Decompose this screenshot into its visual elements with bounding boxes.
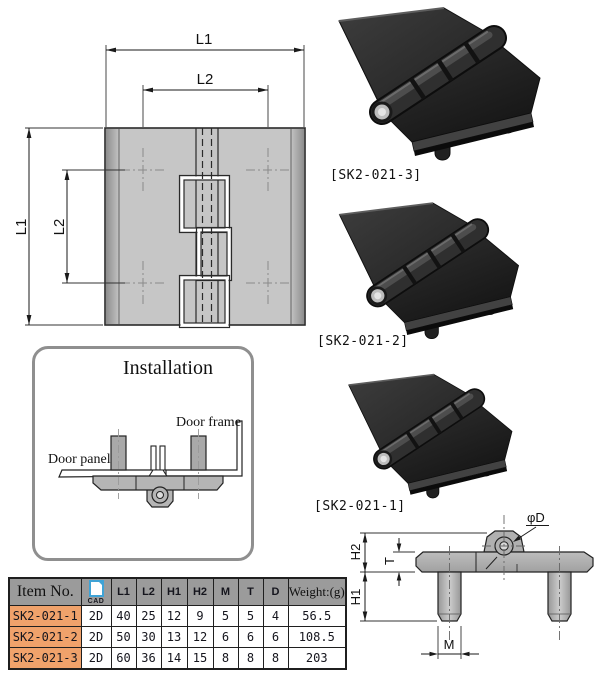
value-cell: 5 xyxy=(237,605,264,627)
value-cell: 8 xyxy=(262,647,289,670)
spec-table: Item No. CAD L1 L2 H1 H2 M T D Weight:(g… xyxy=(8,577,347,670)
value-cell: 13 xyxy=(160,626,188,648)
col-header-h1: H1 xyxy=(160,577,188,606)
value-cell: 8 xyxy=(237,647,264,670)
value-cell: 12 xyxy=(186,626,214,648)
col-header-l2: L2 xyxy=(135,577,162,606)
value-cell: 60 xyxy=(110,647,137,670)
col-header-l1: L1 xyxy=(110,577,137,606)
value-cell: 6 xyxy=(212,626,239,648)
value-cell: 5 xyxy=(212,605,239,627)
col-header-cad: CAD xyxy=(80,577,112,606)
dim-label-t: T xyxy=(382,557,397,565)
value-cell: 8 xyxy=(212,647,239,670)
table-row: SK2-021-2 2D 50 30 13 12 6 6 6 108.5 xyxy=(8,626,347,648)
product-label-sk2-021-1: [SK2-021-1] xyxy=(314,499,406,514)
col-header-weight: Weight:(g) xyxy=(287,577,347,606)
door-panel-label: Door panel xyxy=(48,452,111,467)
page-fold-icon xyxy=(97,580,103,586)
hinge-photo-sk2-021-1 xyxy=(344,368,524,502)
product-label-sk2-021-2: [SK2-021-2] xyxy=(317,334,409,349)
weight-cell: 203 xyxy=(287,647,347,670)
value-cell: 14 xyxy=(160,647,188,670)
top-view-technical-drawing: L1 L2 L1 L2 xyxy=(13,31,306,329)
product-label-sk2-021-3: [SK2-021-3] xyxy=(330,168,422,183)
value-cell: 9 xyxy=(186,605,214,627)
value-cell: 4 xyxy=(262,605,289,627)
hinge-photo-sk2-021-2 xyxy=(334,196,532,343)
cad-2d-link[interactable]: 2D xyxy=(80,647,112,670)
table-row: SK2-021-3 2D 60 36 14 15 8 8 8 203 xyxy=(8,647,347,670)
item-no-cell: SK2-021-1 xyxy=(8,605,82,627)
value-cell: 50 xyxy=(110,626,137,648)
col-header-t: T xyxy=(237,577,264,606)
section-technical-drawing: H2 H1 T M φD xyxy=(348,510,594,659)
weight-cell: 108.5 xyxy=(287,626,347,648)
col-header-item-no: Item No. xyxy=(8,577,82,606)
dim-label-m: M xyxy=(444,637,455,652)
dim-label-l2-top: L2 xyxy=(197,71,214,88)
installation-panel: Installation xyxy=(32,346,254,561)
hinge-photo-sk2-021-3 xyxy=(333,0,555,165)
door-frame-label: Door frame xyxy=(176,415,241,430)
dim-label-l1-left: L1 xyxy=(13,219,30,236)
item-no-cell: SK2-021-3 xyxy=(8,647,82,670)
dim-label-h1: H1 xyxy=(348,589,363,606)
value-cell: 36 xyxy=(135,647,162,670)
item-no-cell: SK2-021-2 xyxy=(8,626,82,648)
value-cell: 6 xyxy=(237,626,264,648)
col-header-h2: H2 xyxy=(186,577,214,606)
cad-2d-link[interactable]: 2D xyxy=(80,605,112,627)
table-row: SK2-021-1 2D 40 25 12 9 5 5 4 56.5 xyxy=(8,605,347,627)
dim-label-phi-d: φD xyxy=(527,510,545,525)
value-cell: 6 xyxy=(262,626,289,648)
value-cell: 15 xyxy=(186,647,214,670)
dim-label-l2-left: L2 xyxy=(51,219,68,236)
cad-2d-link[interactable]: 2D xyxy=(80,626,112,648)
cad-file-icon xyxy=(88,579,104,597)
value-cell: 25 xyxy=(135,605,162,627)
dim-label-h2: H2 xyxy=(348,544,363,561)
installation-title: Installation xyxy=(123,357,213,379)
value-cell: 40 xyxy=(110,605,137,627)
table-header-row: Item No. CAD L1 L2 H1 H2 M T D Weight:(g… xyxy=(8,577,347,606)
installation-diagram xyxy=(58,420,243,508)
col-header-d: D xyxy=(262,577,289,606)
value-cell: 12 xyxy=(160,605,188,627)
value-cell: 30 xyxy=(135,626,162,648)
weight-cell: 56.5 xyxy=(287,605,347,627)
dim-label-l1-top: L1 xyxy=(196,31,213,48)
col-header-m: M xyxy=(212,577,239,606)
